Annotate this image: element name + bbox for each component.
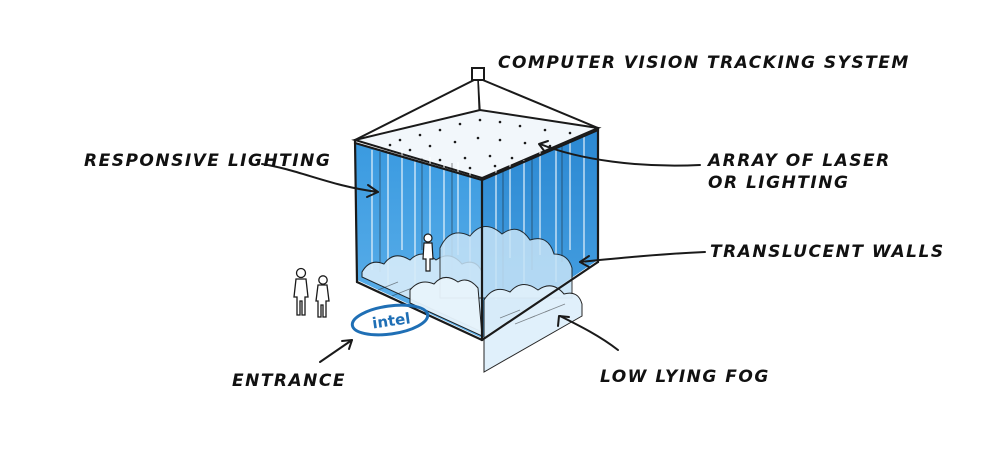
arrow-walls [579,251,706,263]
arrow-fog [559,315,619,351]
label-entrance: ENTRANCE [232,371,346,391]
annotation-arrows [261,140,706,363]
label-low-lying-fog: LOW LYING FOG [600,367,770,387]
person-inside-figure [422,233,434,272]
label-translucent-walls: TRANSLUCENT WALLS [710,242,945,262]
arrowhead-array [538,140,549,153]
arrow-array [539,143,701,167]
arrowhead-fog [557,315,570,327]
arrowhead-walls [579,255,590,268]
label-responsive-lighting: RESPONSIVE LIGHTING [84,151,331,171]
arrowhead-responsive-lighting [366,184,379,198]
arrowhead-entrance [341,339,353,350]
label-tracking-system: COMPUTER VISION TRACKING SYSTEM [498,53,910,73]
visitors-figures [293,267,330,318]
fog-hatching [377,281,566,325]
svg-text:intel: intel [371,309,411,332]
arrow-responsive-lighting [261,163,379,193]
camera-icon [471,67,485,81]
intel-logo: intel [350,303,430,337]
box-edges [353,126,600,342]
fog-clouds [361,226,583,373]
label-array-line1: ARRAY OF LASER [706,151,891,171]
arrow-entrance [319,339,353,363]
label-array-line2: OR LIGHTING [708,173,849,193]
